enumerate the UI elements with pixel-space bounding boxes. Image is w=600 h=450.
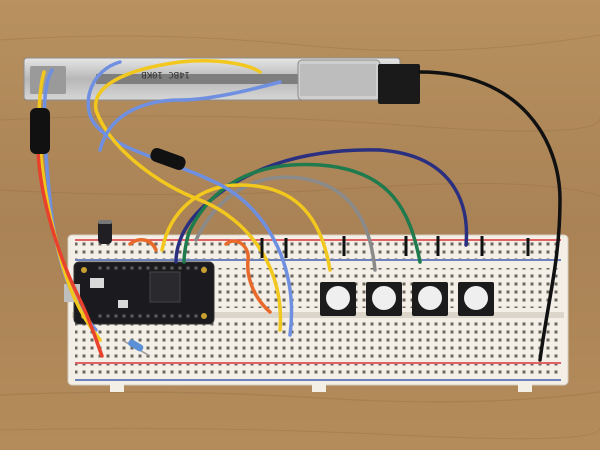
wire-end-pins <box>260 236 530 258</box>
wire-orange-left <box>128 238 158 252</box>
heat-shrink-sleeve <box>30 108 186 171</box>
wire-green <box>182 162 422 264</box>
capacitor-icon <box>98 220 112 244</box>
resistor-icon <box>121 339 151 357</box>
center-channel <box>72 312 564 318</box>
terminal-strip-bottom <box>75 320 561 360</box>
wire-yellow-top <box>160 183 332 272</box>
wire-red-left <box>36 148 104 358</box>
push-button-icon <box>320 282 356 316</box>
wire-navy <box>174 148 469 264</box>
push-button-icon <box>412 282 448 316</box>
top-power-rail <box>75 241 561 259</box>
wire-yellow-loop <box>93 59 283 332</box>
wire-blue-right-in <box>98 80 282 152</box>
wood-grain <box>0 34 600 440</box>
bottom-power-rail <box>75 364 561 378</box>
wire-black <box>418 70 562 362</box>
push-button-row <box>320 282 494 316</box>
microcontroller-board-icon <box>64 261 215 325</box>
push-button-icon <box>366 282 402 316</box>
wire-connector-icon <box>378 64 420 104</box>
wire-orange <box>224 239 272 314</box>
slider-marking: 14BC 10KB <box>141 69 190 79</box>
push-button-icon <box>458 282 494 316</box>
